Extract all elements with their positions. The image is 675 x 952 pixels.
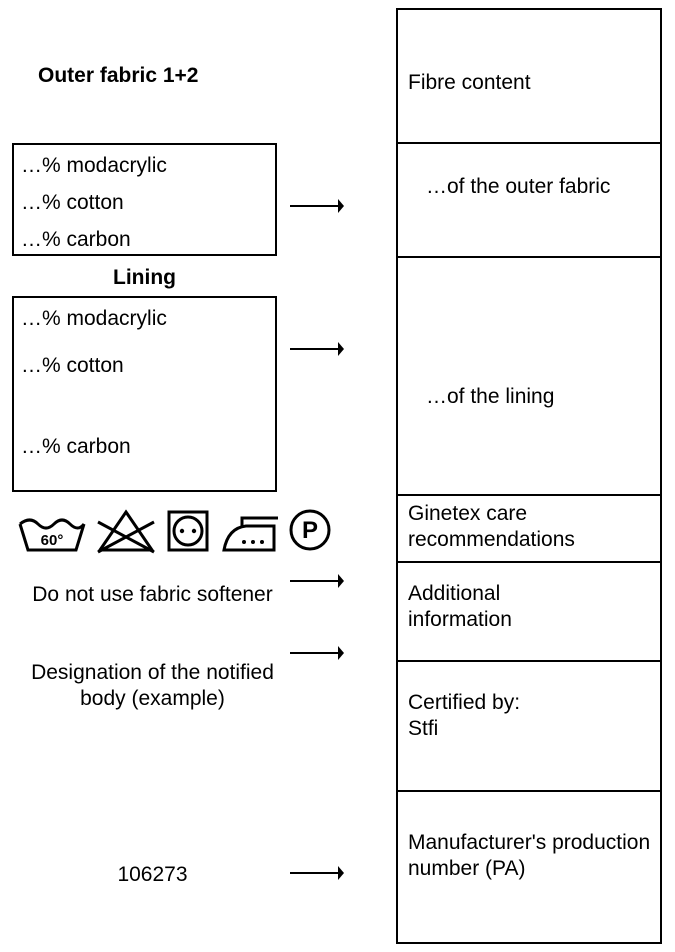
certified-label: Certified by: Stfi bbox=[408, 691, 521, 740]
arrow-lining bbox=[290, 342, 344, 356]
outer-fabric-box: …% modacrylic …% cotton …% carbon bbox=[12, 143, 277, 256]
cell-lining: …of the lining bbox=[396, 256, 662, 496]
production-number: 106273 bbox=[117, 863, 188, 886]
outer-item-modacrylic: …% modacrylic bbox=[21, 154, 167, 177]
cell-fibre-content: Fibre content bbox=[396, 8, 662, 144]
additional-label: Additional information bbox=[408, 582, 512, 631]
outer-fabric-title: Outer fabric 1+2 bbox=[38, 64, 199, 87]
lining-item-carbon: …% carbon bbox=[21, 435, 131, 458]
cell-production: Manufacturer's production number (PA) bbox=[396, 790, 662, 944]
cell-outer-fabric: …of the outer fabric bbox=[396, 142, 662, 258]
tumble-dry-icon bbox=[167, 510, 209, 552]
lining-title: Lining bbox=[113, 266, 176, 289]
lining-item-modacrylic: …% modacrylic bbox=[21, 307, 167, 330]
fibre-content-label: Fibre content bbox=[408, 71, 531, 94]
care-symbols: 60° P bbox=[18, 509, 331, 554]
cell-certified: Certified by: Stfi bbox=[396, 660, 662, 792]
lining-item-cotton: …% cotton bbox=[21, 354, 124, 377]
wash-temperature: 60° bbox=[41, 532, 64, 549]
wash-60-icon: 60° bbox=[18, 518, 86, 552]
outer-item-cotton: …% cotton bbox=[21, 191, 124, 214]
arrow-production bbox=[290, 866, 344, 880]
softener-note: Do not use fabric softener bbox=[32, 583, 273, 606]
arrow-outer bbox=[290, 199, 344, 213]
outer-fabric-label: …of the outer fabric bbox=[426, 175, 611, 198]
dryclean-letter: P bbox=[302, 517, 318, 544]
lining-label: …of the lining bbox=[426, 385, 555, 408]
arrow-additional bbox=[290, 574, 344, 588]
cell-ginetex: Ginetex care recommendations bbox=[396, 494, 662, 563]
lining-box: …% modacrylic …% cotton …% carbon bbox=[12, 296, 277, 492]
production-label: Manufacturer's production number (PA) bbox=[408, 831, 651, 880]
cell-additional: Additional information bbox=[396, 561, 662, 662]
iron-icon bbox=[222, 516, 278, 552]
ginetex-label: Ginetex care recommendations bbox=[408, 502, 575, 551]
no-bleach-icon bbox=[97, 509, 155, 554]
dryclean-p-icon: P bbox=[289, 509, 331, 551]
notified-body-note: Designation of the notified body (exampl… bbox=[31, 661, 274, 710]
outer-item-carbon: …% carbon bbox=[21, 228, 131, 251]
arrow-certified bbox=[290, 646, 344, 660]
